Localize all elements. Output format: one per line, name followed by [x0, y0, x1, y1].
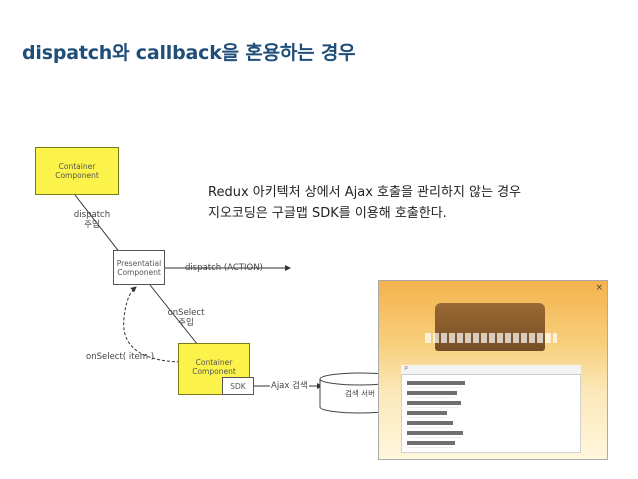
list-item[interactable] — [407, 431, 463, 438]
edge-onselect-callback — [123, 286, 186, 363]
page-title: dispatch와 callback을 혼용하는 경우 — [22, 42, 356, 64]
app-screenshot: × — [378, 280, 608, 460]
list-item[interactable] — [407, 411, 447, 418]
search-server-label: 검색 서버 — [345, 389, 375, 398]
search-input[interactable] — [401, 363, 581, 375]
sdk-box: SDK — [222, 377, 254, 395]
list-item[interactable] — [407, 421, 453, 428]
label-dispatch-inject: dispatch 주입 — [73, 210, 111, 230]
list-item[interactable] — [407, 381, 465, 388]
list-item[interactable] — [407, 391, 457, 398]
label-dispatch-action: dispatch (ACTION) — [185, 263, 263, 273]
search-results-panel — [401, 365, 581, 453]
list-item[interactable] — [407, 401, 461, 408]
suitcase-image — [435, 303, 545, 351]
description: Redux 아키텍처 상에서 Ajax 호출을 관리하지 않는 경우 지오코딩은… — [208, 185, 522, 221]
close-icon[interactable]: × — [595, 283, 603, 293]
label-onselect-item: onSelect( item ) — [86, 352, 155, 362]
list-item[interactable] — [407, 441, 455, 448]
banner-text-decoration — [425, 333, 557, 343]
label-onselect-inject: onSelect 주입 — [167, 308, 205, 328]
label-ajax-search: Ajax 검색 — [270, 381, 309, 391]
